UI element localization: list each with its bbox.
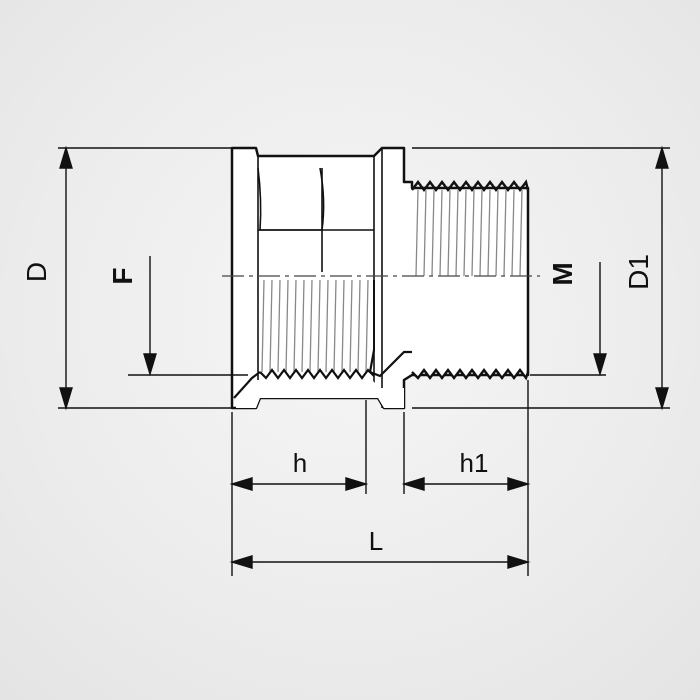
label-h: h xyxy=(293,448,307,478)
label-f: F xyxy=(107,267,138,284)
dimension-d1 xyxy=(412,145,670,411)
male-thread-lower xyxy=(411,368,530,381)
label-h1: h1 xyxy=(460,448,489,478)
section-body xyxy=(236,380,404,408)
male-thread-upper xyxy=(411,179,530,277)
dimension-d xyxy=(58,145,232,411)
label-m: M xyxy=(547,262,578,285)
dimension-lengths xyxy=(229,380,531,576)
label-d: D xyxy=(21,262,52,282)
female-thread xyxy=(233,279,412,399)
dimension-m xyxy=(530,262,607,377)
label-d1: D1 xyxy=(623,254,654,290)
label-l: L xyxy=(369,526,383,556)
hex-edges xyxy=(257,148,383,408)
dimension-f xyxy=(128,256,248,377)
